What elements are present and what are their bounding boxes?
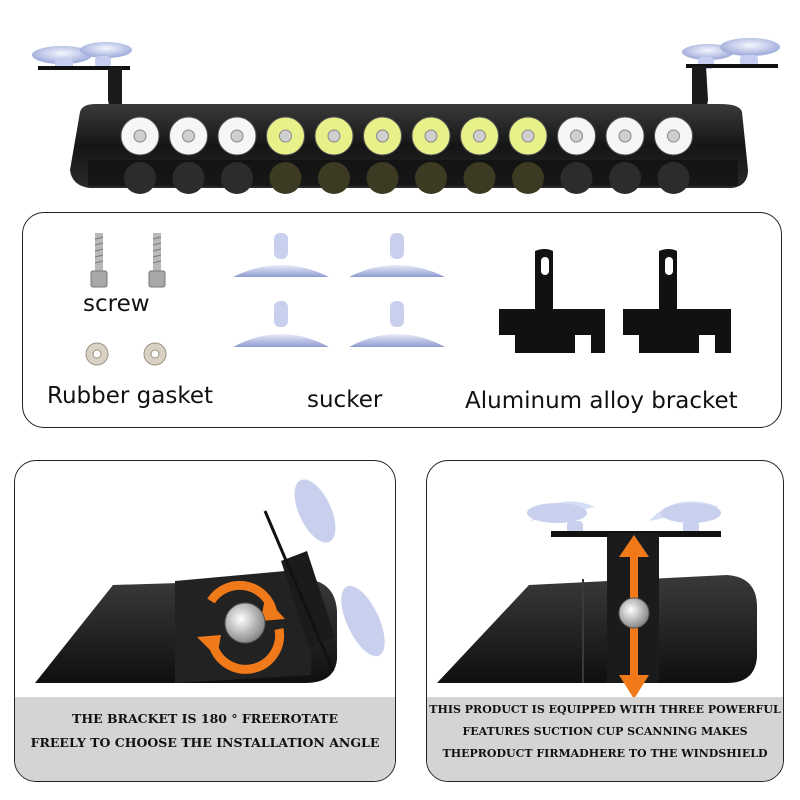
led-center [230,129,244,143]
screw-icon [90,233,166,288]
sucker-icon [233,233,445,347]
led-reflection [269,162,302,194]
sucker-label: sucker [307,387,383,413]
led-reflection [124,162,156,194]
led-center [327,129,341,143]
led-center [521,129,535,143]
suction-caption-line1: THIS PRODUCT IS EQUIPPED WITH THREE POWE… [429,703,781,716]
led-reflection [609,162,641,194]
led-center [376,129,389,143]
suction-caption-line3: THEPRODUCT FIRMADHERE TO THE WINDSHIELD [442,747,768,760]
bracket-icon [499,249,731,353]
led-center [473,129,486,143]
suction-cup-illustration [437,501,757,699]
led-center [182,129,195,143]
right-mount-icon [682,38,780,112]
suction-caption: THIS PRODUCT IS EQUIPPED WITH THREE POWE… [427,697,783,781]
led-center [570,129,583,143]
led-reflection [415,162,447,194]
led-center [667,129,680,143]
led-reflection [560,162,593,194]
led-reflection [463,162,496,194]
gasket-icon [85,342,167,366]
led-center [133,129,147,143]
left-mount-icon [32,42,132,112]
bracket-label: Aluminum alloy bracket [465,388,738,414]
led-reflection [657,162,690,194]
led-reflection [221,162,253,194]
rotate-caption-line2: FREELY TO CHOOSE THE INSTALLATION ANGLE [30,735,380,750]
screw-label: screw [83,291,150,317]
light-bar-product [0,0,800,200]
gasket-label: Rubber gasket [47,383,213,409]
rotate-feature-panel: THE BRACKET IS 180 ° FREEROTATE FREELY T… [14,460,396,782]
accessories-panel: screw Rubber gasket sucker [22,212,782,428]
led-reflection [512,162,544,194]
led-reflection [318,162,350,194]
rotate-arrows-icon [197,580,285,674]
suction-caption-line2: FEATURES SUCTION CUP SCANNING MAKES [462,725,748,738]
led-reflection [366,162,399,194]
led-reflection [172,162,205,194]
rotate-caption: THE BRACKET IS 180 ° FREEROTATE FREELY T… [15,697,395,781]
led-center [424,129,438,143]
rotate-caption-line1: THE BRACKET IS 180 ° FREEROTATE [72,711,338,726]
led-center [618,129,632,143]
led-center [279,129,292,143]
rotating-bracket-illustration [35,479,385,683]
suction-feature-panel: THIS PRODUCT IS EQUIPPED WITH THREE POWE… [426,460,784,782]
